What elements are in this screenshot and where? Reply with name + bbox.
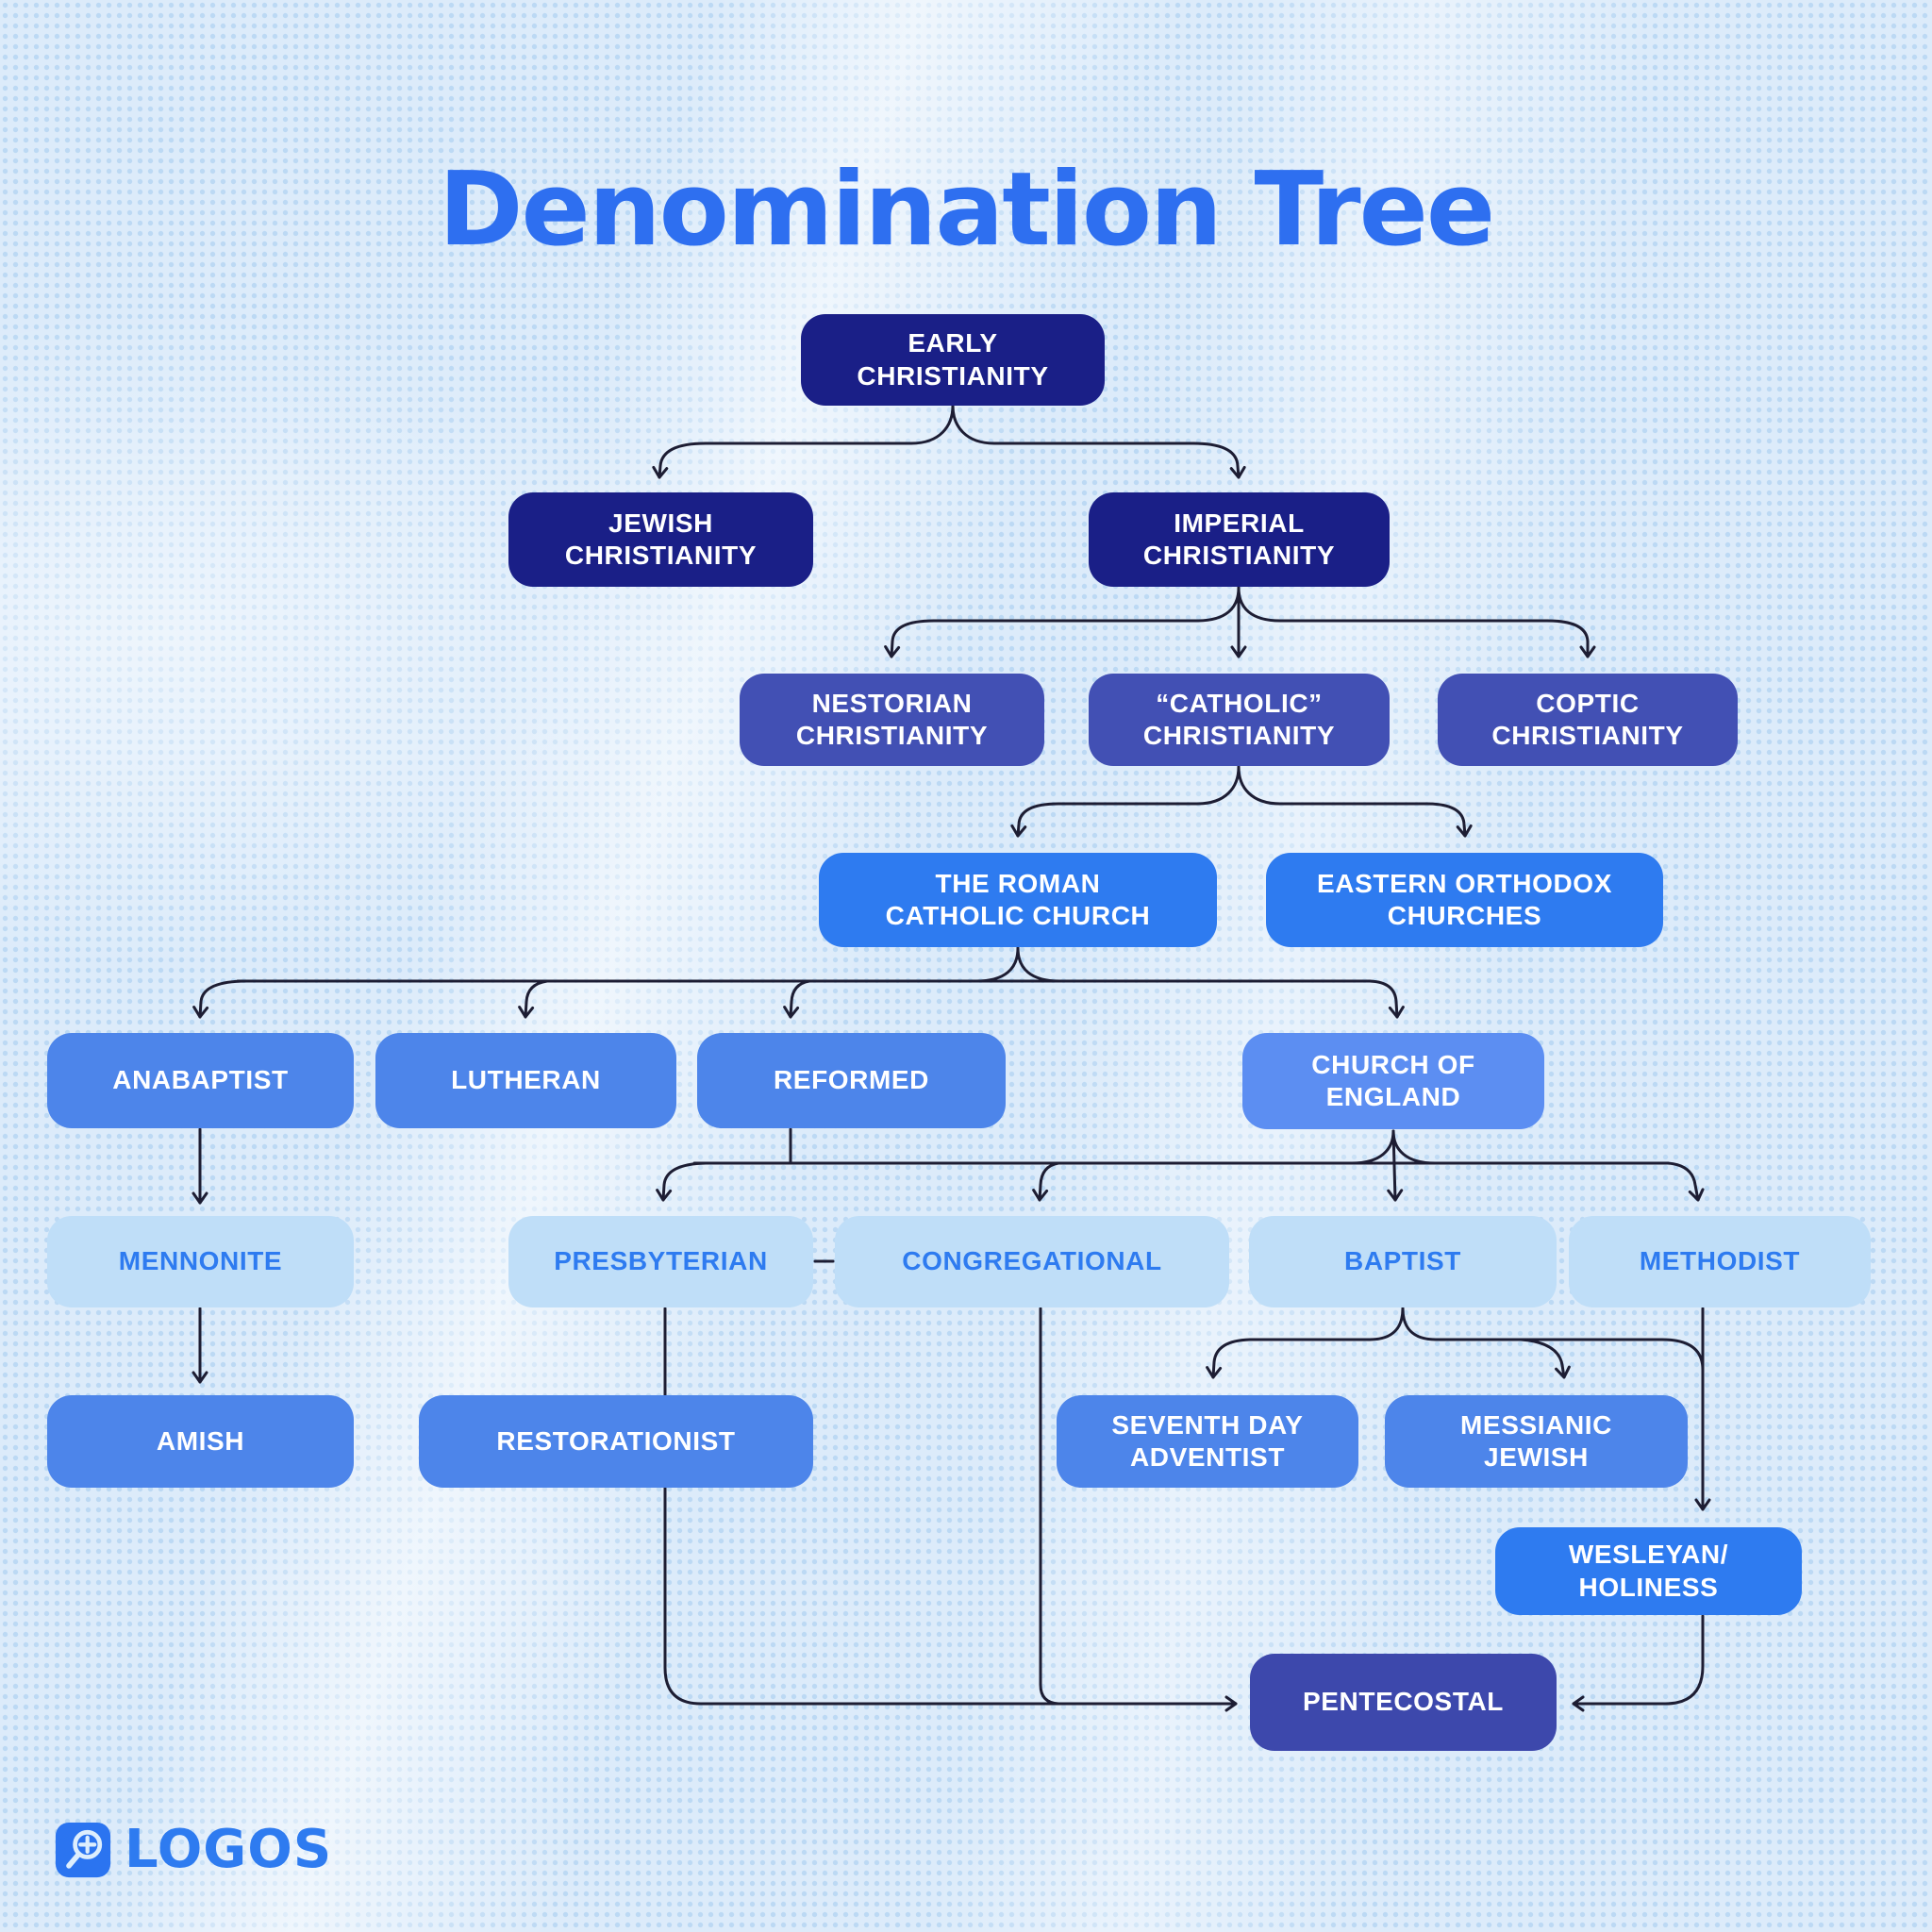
edge-bus-presbyterian bbox=[656, 1161, 708, 1202]
node-coptic: COPTIC CHRISTIANITY bbox=[1438, 674, 1738, 766]
edge-coe-feeder-right bbox=[1391, 1129, 1437, 1165]
logos-brand: LOGOS bbox=[55, 1819, 332, 1880]
edge-baptist-mj bbox=[1519, 1338, 1571, 1379]
edge-coe-feeder-left bbox=[1350, 1129, 1395, 1165]
edge-congregational-merge bbox=[1039, 1307, 1060, 1706]
node-baptist: BAPTIST bbox=[1249, 1216, 1557, 1307]
edge-early-imperial bbox=[951, 404, 1246, 479]
edge-rcc-feeder-right bbox=[1016, 946, 1061, 983]
node-coe: CHURCH OF ENGLAND bbox=[1242, 1033, 1544, 1129]
edge-baptist-methodist-merge bbox=[1401, 1307, 1705, 1381]
node-pentecostal: PENTECOSTAL bbox=[1250, 1654, 1557, 1751]
node-eoc: EASTERN ORTHODOX CHURCHES bbox=[1266, 853, 1663, 947]
node-lutheran: LUTHERAN bbox=[375, 1033, 676, 1128]
logos-wordmark: LOGOS bbox=[125, 1819, 333, 1880]
edge-early-jewish bbox=[652, 404, 955, 479]
edge-bus-methodist bbox=[1666, 1161, 1705, 1202]
node-amish: AMISH bbox=[47, 1395, 354, 1488]
edge-rcc-feeder-left bbox=[974, 946, 1020, 983]
node-methodist: METHODIST bbox=[1569, 1216, 1871, 1307]
edge-presbyterian-pentecostal bbox=[663, 1307, 1238, 1712]
node-nestorian: NESTORIAN CHRISTIANITY bbox=[740, 674, 1044, 766]
node-catholic: “CATHOLIC” CHRISTIANITY bbox=[1089, 674, 1390, 766]
node-reformed: REFORMED bbox=[697, 1033, 1006, 1128]
edge-bus-coe bbox=[1368, 979, 1405, 1019]
node-presbyterian: PRESBYTERIAN bbox=[508, 1216, 813, 1307]
node-restorationist: RESTORATIONIST bbox=[419, 1395, 813, 1488]
edge-bus-reformed bbox=[783, 979, 811, 1019]
edge-bus-congregational bbox=[1032, 1161, 1060, 1202]
node-wesleyan: WESLEYAN/ HOLINESS bbox=[1495, 1527, 1802, 1615]
node-mj: MESSIANIC JEWISH bbox=[1385, 1395, 1688, 1488]
node-rcc: THE ROMAN CATHOLIC CHURCH bbox=[819, 853, 1217, 947]
node-imperial: IMPERIAL CHRISTIANITY bbox=[1089, 492, 1390, 587]
node-sda: SEVENTH DAY ADVENTIST bbox=[1057, 1395, 1358, 1488]
edge-catholic-rcc bbox=[1010, 765, 1241, 838]
edge-bus-anabaptist bbox=[192, 979, 249, 1019]
node-mennonite: MENNONITE bbox=[47, 1216, 354, 1307]
page-title: Denomination Tree bbox=[438, 151, 1495, 270]
node-early: EARLY CHRISTIANITY bbox=[801, 314, 1105, 406]
edge-imperial-coptic bbox=[1237, 586, 1596, 658]
edge-imperial-nestorian bbox=[884, 586, 1241, 658]
edge-catholic-eoc bbox=[1237, 765, 1473, 838]
edge-bus-lutheran bbox=[518, 979, 549, 1019]
logos-magnifier-cross-icon bbox=[55, 1822, 111, 1877]
edge-baptist-sda bbox=[1206, 1307, 1405, 1379]
node-jewish: JEWISH CHRISTIANITY bbox=[508, 492, 813, 587]
edge-wesleyan-pentecostal bbox=[1572, 1614, 1705, 1712]
node-congregational: CONGREGATIONAL bbox=[835, 1216, 1229, 1307]
edge-bus-baptist bbox=[1387, 1129, 1404, 1202]
node-anabaptist: ANABAPTIST bbox=[47, 1033, 354, 1128]
